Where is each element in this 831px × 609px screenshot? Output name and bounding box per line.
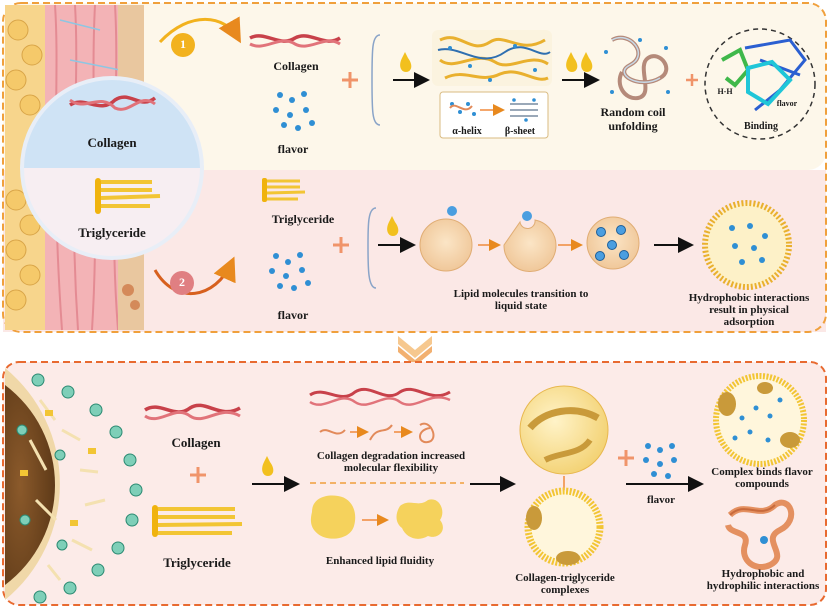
circle-collagen-label: Collagen: [87, 135, 137, 150]
adsorption-micelle: [702, 200, 792, 290]
step2-arrow: [153, 256, 236, 295]
alpha-helix-icon: [450, 102, 476, 116]
collagen-degradation-label: Collagen degradation increased molecular…: [316, 450, 466, 474]
row1-plus: [342, 72, 358, 88]
binding-label: Binding: [744, 121, 778, 132]
step2-badge-number: 2: [179, 275, 185, 289]
binding-flavor-label: flavor: [776, 99, 798, 108]
row1-brace: [371, 34, 381, 126]
lipid-fluidity-label: Enhanced lipid fluidity: [325, 555, 435, 567]
row1-collagen-label: Collagen: [273, 59, 319, 73]
row2-triglyceride-icon: [262, 178, 306, 202]
bottom-triglyceride-icon: [152, 505, 243, 537]
beta-sheet-label: β-sheet: [504, 126, 536, 137]
degraded-collagen-icon: [309, 387, 451, 444]
bottom-flavor-dots: [643, 443, 677, 479]
heat-drop-icon-2b: [581, 52, 593, 72]
bottom-plus: [190, 467, 206, 483]
row2-brace: [367, 207, 377, 289]
row2-heat-drop-icon: [387, 216, 399, 236]
protein-ribbon-icon: [725, 499, 795, 570]
row1-collagen-icon: [249, 34, 341, 48]
step1-arrow: [158, 16, 241, 44]
random-coil-icon: [604, 35, 670, 101]
complex-ring-icon: [524, 487, 604, 567]
collagen-network-icon: [432, 30, 552, 86]
heat-drop-icon-2a: [566, 52, 578, 72]
flavor-bound-complex-icon: [713, 373, 807, 467]
circle-triglyceride-label: Triglyceride: [78, 225, 146, 240]
step2-badge: [170, 271, 194, 295]
row2-flavor-label: flavor: [277, 308, 309, 322]
bottom-triglyceride-label: Triglyceride: [163, 555, 231, 570]
row2-plus: [333, 237, 349, 253]
lipid-droplet-2: [503, 211, 557, 273]
beta-sheet-icon: [510, 98, 538, 122]
hydrophobic-adsorption-label: Hydrophobic interactions result in physi…: [688, 292, 810, 328]
binding-circle: [704, 28, 816, 140]
hh-label: H-H: [717, 87, 733, 96]
row1-plus-2: [686, 74, 698, 86]
complex-sphere-icon: [519, 385, 609, 475]
lipid-fluidity-icon: [310, 495, 443, 539]
bottom-collagen-icon: [144, 403, 241, 421]
random-coil-label: Random coil unfolding: [600, 105, 666, 133]
row2-flavor-dots: [269, 252, 311, 291]
bottom-flavor-label: flavor: [646, 494, 676, 506]
alpha-helix-label: α-helix: [452, 126, 482, 137]
bottom-plus-2: [618, 450, 634, 466]
triglyceride-icon-circle: [95, 178, 161, 214]
large-lipid-particle: [5, 368, 143, 604]
step1-badge: [171, 33, 195, 57]
bottom-collagen-label: Collagen: [171, 435, 221, 450]
complex-binds-label: Complex binds flavor compounds: [711, 466, 813, 490]
lipid-transition-label: Lipid molecules transition to liquid sta…: [453, 288, 589, 312]
row1-flavor-label: flavor: [277, 142, 309, 156]
bottom-heat-drop-icon: [262, 456, 274, 476]
row1-flavor-dots: [273, 91, 315, 131]
magnified-circle: [20, 76, 204, 260]
binding-structure-icon: [721, 38, 807, 112]
complexes-label: Collagen-triglyceride complexes: [515, 572, 615, 596]
hydrophobic-hydrophilic-label: Hydrophobic and hydrophilic interactions: [706, 568, 820, 592]
lipid-droplet-3: [586, 216, 640, 270]
row2-triglyceride-label: Triglyceride: [271, 212, 335, 226]
heat-drop-icon: [400, 52, 412, 72]
step1-badge-number: 1: [180, 37, 186, 51]
lipid-droplet-1: [419, 206, 473, 272]
